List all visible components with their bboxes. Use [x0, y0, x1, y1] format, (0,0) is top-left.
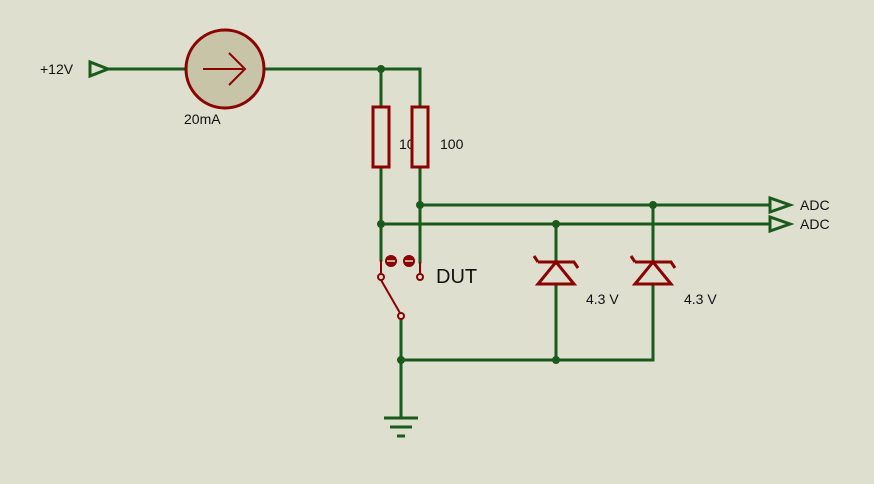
wires	[106, 67, 772, 420]
junction-switch-bottom	[397, 356, 405, 364]
switch-icon	[377, 255, 424, 320]
switch-control-buttons[interactable]	[385, 255, 415, 267]
current-source-icon	[184, 28, 266, 110]
current-source-label: 20mA	[184, 111, 221, 127]
junction-adc1	[416, 201, 424, 209]
dut-label: DUT	[436, 266, 477, 288]
output-terminal-icon	[768, 214, 795, 234]
junction-zener1	[552, 220, 560, 228]
junctions	[377, 65, 657, 364]
ground-icon	[384, 416, 418, 438]
zener2-label: 4.3 V	[684, 291, 717, 307]
r2-value-label: 100	[440, 136, 464, 152]
junction-top	[377, 65, 385, 73]
junction-zener1-bottom	[552, 356, 560, 364]
supply-label: +12V	[40, 61, 74, 77]
junction-zener2	[649, 201, 657, 209]
junction-adc2	[377, 220, 385, 228]
resistor-r2	[410, 105, 430, 169]
zener1-label: 4.3 V	[586, 291, 619, 307]
input-terminal-icon	[88, 59, 113, 79]
adc1-label: ADC	[800, 197, 830, 213]
adc2-label: ADC	[800, 216, 830, 232]
output-terminal-icon	[768, 195, 795, 215]
resistor-r1	[371, 105, 391, 169]
zener-diode-icon	[532, 255, 580, 286]
zener-diode-icon	[629, 255, 677, 286]
